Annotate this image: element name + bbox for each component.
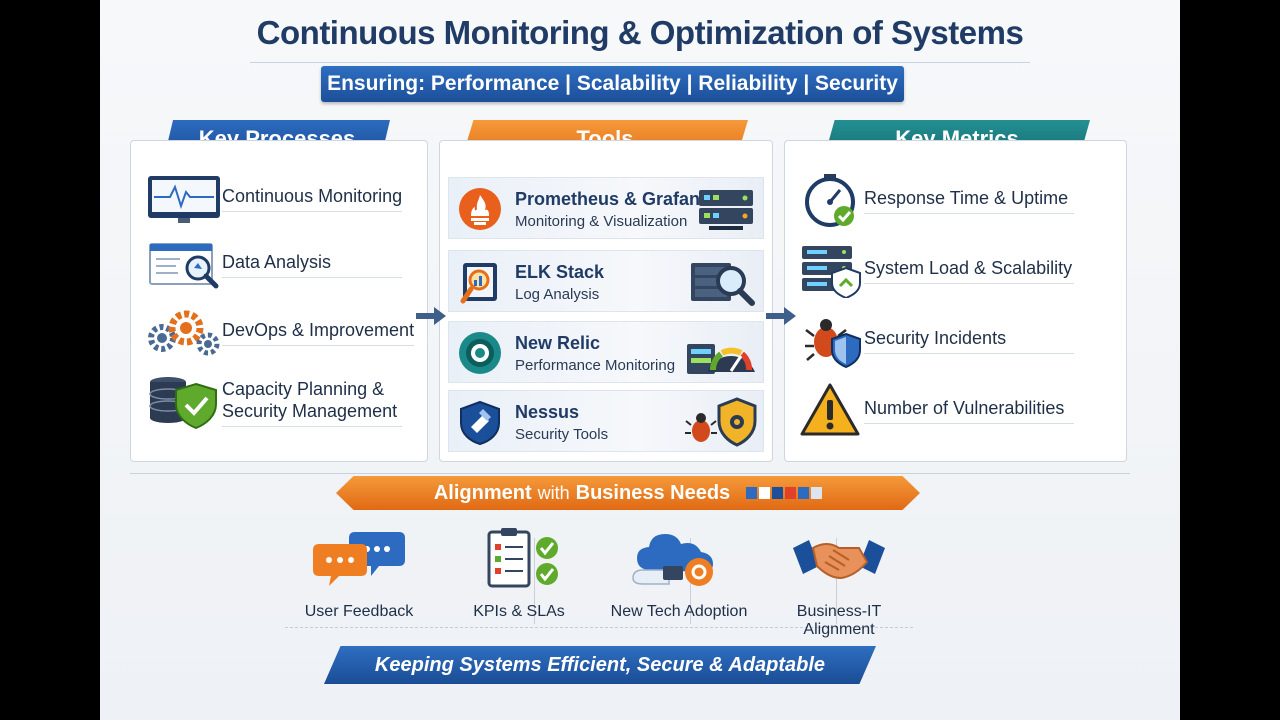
process-label: Continuous Monitoring [222, 185, 403, 212]
chat-bubbles-icon [309, 526, 409, 590]
metric-label: Number of Vulnerabilities [864, 397, 1074, 424]
footer-banner: Keeping Systems Efficient, Secure & Adap… [324, 646, 876, 684]
tool-desc: Monitoring & Visualization [515, 213, 688, 230]
business-need-item: Business-IT Alignment [765, 522, 913, 638]
tool-card: ELK Stack Log Analysis [448, 250, 764, 312]
tool-name: New Relic [515, 333, 601, 353]
business-need-item: KPIs & SLAs [445, 522, 593, 628]
page-title: Continuous Monitoring & Optimization of … [256, 14, 1024, 51]
metric-item: Number of Vulnerabilities [800, 382, 1074, 438]
diagram-slide: Continuous Monitoring & Optimization of … [100, 0, 1180, 720]
warning-icon [800, 382, 864, 438]
prometheus-icon [457, 186, 503, 232]
new-relic-icon [457, 330, 503, 376]
process-label: DevOps & Improvement [222, 319, 415, 346]
database-shield-icon [144, 374, 222, 430]
process-label-line2: Security Management [222, 400, 398, 421]
gears-icon [144, 304, 222, 360]
process-item: Data Analysis [144, 236, 402, 292]
metric-item: Security Incidents [800, 312, 1074, 369]
separator [836, 538, 837, 624]
tool-card: Nessus Security Tools [448, 390, 764, 452]
process-item: Capacity Planning & Security Management [144, 374, 402, 430]
tool-name: Nessus [515, 402, 580, 422]
magnifier-chart-icon [144, 236, 222, 292]
business-need-item: New Tech Adoption [605, 522, 753, 628]
business-need-label: New Tech Adoption [610, 603, 748, 620]
metric-item: Response Time & Uptime [800, 172, 1074, 228]
handshake-icon [789, 526, 889, 590]
process-label: Data Analysis [222, 251, 402, 278]
ai-cloud-icon [629, 526, 729, 590]
business-need-label: Business-IT Alignment [796, 603, 882, 638]
checklist-icon [469, 526, 569, 590]
tool-desc: Security Tools [515, 426, 609, 443]
metric-label: Response Time & Uptime [864, 187, 1074, 214]
tool-card: New Relic Performance Monitoring [448, 321, 764, 383]
gauge-icon [685, 328, 757, 378]
color-blocks-icon [746, 487, 823, 499]
metric-label: System Load & Scalability [864, 257, 1074, 284]
server-magnifier-icon [685, 257, 757, 307]
server-shield-icon [800, 242, 864, 300]
tool-desc: Log Analysis [515, 286, 600, 303]
metric-label: Security Incidents [864, 327, 1074, 354]
nessus-icon [457, 399, 503, 446]
process-item: Continuous Monitoring [144, 170, 403, 226]
business-need-item: User Feedback [285, 522, 433, 628]
arrow-right-icon [416, 305, 446, 327]
alignment-bold-2: Business Needs [575, 481, 731, 504]
section-divider [130, 473, 1130, 474]
bug-shield-icon [800, 312, 864, 369]
tool-name: Prometheus & Grafana [515, 189, 711, 209]
arrow-right-icon [766, 305, 796, 327]
alignment-banner: Alignment with Business Needs [336, 476, 920, 510]
process-label: Capacity Planning & Security Management [222, 378, 402, 427]
bug-shield-icon [685, 397, 757, 447]
separator [534, 538, 535, 624]
tool-card: Prometheus & Grafana Monitoring & Visual… [448, 177, 764, 239]
tool-desc: Performance Monitoring [515, 357, 676, 374]
business-needs-row: User Feedback KPIs & SLAs [285, 522, 913, 638]
process-label-line1: Capacity Planning & [222, 378, 385, 399]
business-need-label: KPIs & SLAs [473, 603, 565, 620]
alignment-bold-1: Alignment [433, 481, 532, 504]
server-rack-icon [685, 184, 757, 234]
alignment-word: with [537, 482, 570, 503]
tool-name: ELK Stack [515, 262, 605, 282]
process-item: DevOps & Improvement [144, 304, 415, 360]
monitor-heartbeat-icon [144, 170, 222, 226]
stopwatch-check-icon [800, 172, 864, 228]
elk-icon [457, 259, 503, 305]
subtitle-banner: Ensuring: Performance | Scalability | Re… [321, 66, 904, 102]
title-rule [250, 62, 1030, 63]
metric-item: System Load & Scalability [800, 242, 1074, 300]
business-need-label: User Feedback [304, 603, 414, 620]
